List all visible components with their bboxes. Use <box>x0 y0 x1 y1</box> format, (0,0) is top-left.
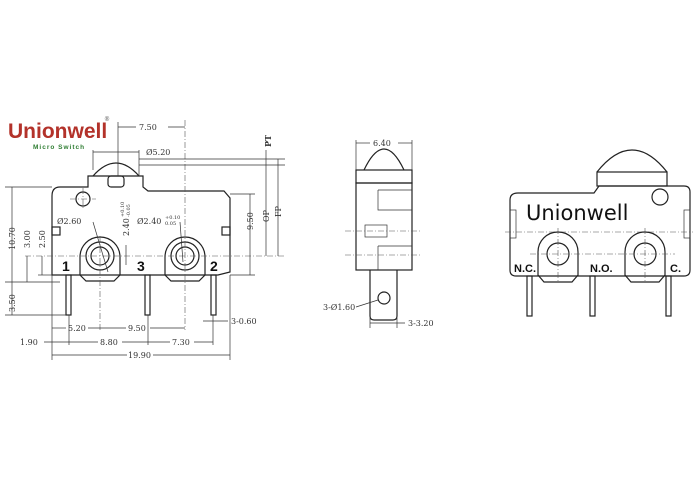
pin-label-1: 1 <box>62 258 70 274</box>
back-actuator-cap <box>596 171 668 187</box>
back-body <box>509 185 691 277</box>
actuator-dome <box>92 162 140 177</box>
back-actuator-dome <box>596 149 668 173</box>
back-view: Unionwell N.C. N.O. C. <box>505 149 693 317</box>
pin-label-3: 3 <box>137 258 145 274</box>
logo: Unionwell ® Micro Switch <box>8 116 110 151</box>
dim-2-40-tol-minus: -0.05 <box>126 204 132 217</box>
front-view: 1 3 2 7.50 Ø5.20 9.50 PT OP FP 10.70 3.0… <box>5 120 285 360</box>
dim-6-40: 6.40 <box>373 139 391 148</box>
dim-b-7-30: 7.30 <box>172 338 190 347</box>
actuator-plunger <box>107 175 125 188</box>
dim-pin-thickness: 3-0.60 <box>231 317 257 326</box>
dim-terminal-hole: 3-Ø1.60 <box>323 303 355 312</box>
logo-registered: ® <box>104 116 110 123</box>
dim-9-50-vertical: 9.50 <box>246 212 255 230</box>
logo-brand: Unionwell <box>8 120 107 143</box>
dim-b-19-90: 19.90 <box>128 351 151 360</box>
dim-dia-5-20: Ø5.20 <box>146 148 170 157</box>
dim-2-40: 2.40 <box>122 218 131 236</box>
dim-2-40-tol-plus: +0.10 <box>120 202 126 217</box>
terminal-label-nc: N.C. <box>514 263 536 275</box>
dim-10-70: 10.70 <box>8 227 17 250</box>
dim-op: OP <box>262 209 271 222</box>
side-actuator-cap <box>355 169 413 184</box>
pin-label-2: 2 <box>210 258 218 274</box>
dim-terminal-width: 3-3.20 <box>408 319 434 328</box>
dim-fp: FP <box>274 205 283 217</box>
dim-7-50: 7.50 <box>139 123 157 132</box>
dim-hole-2-40-tol-minus: 0.05 <box>165 221 176 227</box>
dim-hole-dia-2-40: Ø2.40 <box>137 217 161 226</box>
side-body <box>355 182 413 271</box>
back-marking: Unionwell <box>526 201 628 225</box>
terminal-hole <box>377 291 391 305</box>
dim-b-5-20: 5.20 <box>68 324 86 333</box>
side-view: 6.40 3-Ø1.60 3-3.20 <box>323 139 434 328</box>
dim-2-50: 2.50 <box>38 230 47 248</box>
dim-3-00: 3.00 <box>23 230 32 248</box>
dim-b-8-80: 8.80 <box>100 338 118 347</box>
logo-subtitle: Micro Switch <box>33 144 85 151</box>
dim-hole-2-40-tol-plus: +0.10 <box>165 215 180 221</box>
dim-b-1-90: 1.90 <box>20 338 38 347</box>
dim-hole-dia-2-60: Ø2.60 <box>57 217 81 226</box>
dim-3-50: 3.50 <box>8 294 17 312</box>
side-actuator-dome <box>363 148 405 171</box>
terminal-label-c: C. <box>670 263 681 275</box>
terminal-label-no: N.O. <box>590 263 613 275</box>
dim-pt: PT <box>263 135 273 147</box>
dim-b-9-50: 9.50 <box>128 324 146 333</box>
